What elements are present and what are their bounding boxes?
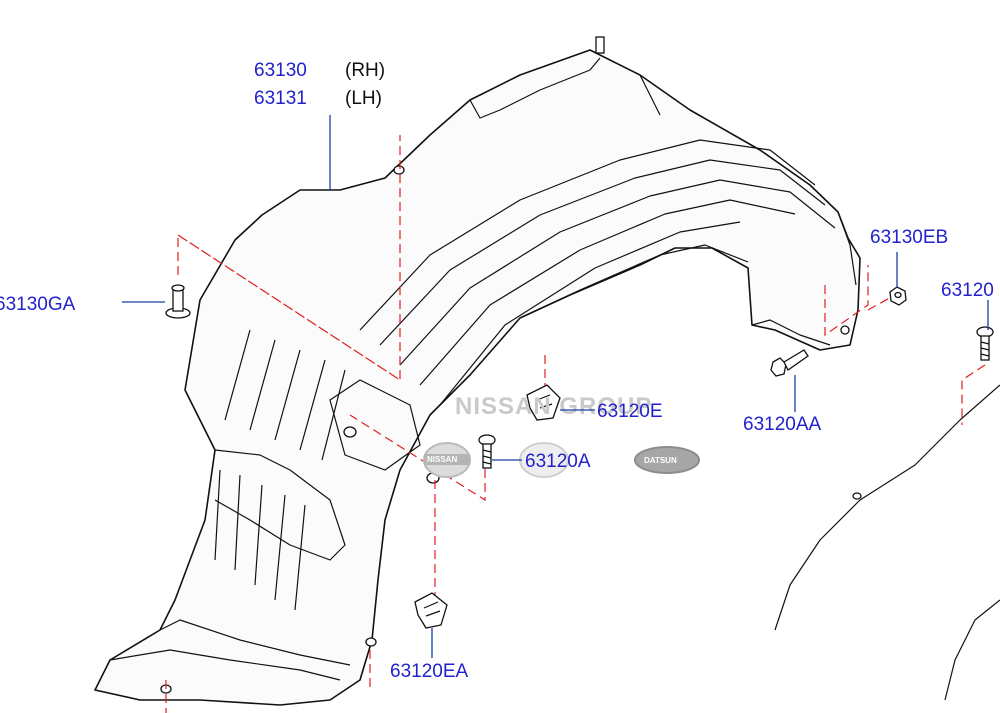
callout-63120aa[interactable]: 63120AA: [743, 414, 822, 435]
liner-top-flange: [469, 57, 661, 119]
bolt-63120a: [478, 434, 496, 469]
liner-upper-ribs: [224, 329, 346, 461]
liner-rib-3: [399, 179, 836, 366]
callout-63120a[interactable]: 63120A: [525, 451, 591, 472]
mount-hole-6: [840, 325, 850, 335]
liner-rear-flap: [751, 211, 857, 346]
clip-63120ea: [414, 592, 448, 629]
dash-line-bottom: [165, 650, 371, 713]
installation-lines: [165, 135, 986, 713]
callouts: 63130 (RH) 63131 (LH) 63130GA 63130EB 63…: [0, 60, 994, 682]
mount-hole-2: [343, 426, 357, 438]
fender-liner-outline: [94, 49, 861, 706]
clip-63120e: [526, 384, 561, 421]
grommet-63130ga: [165, 284, 191, 319]
leader-lines: [122, 115, 989, 658]
liner-lower-ribs: [214, 469, 306, 611]
liner-bottom-edge: [109, 619, 351, 681]
callout-63131-side: (LH): [345, 88, 382, 109]
dash-line-ga: [177, 135, 401, 382]
liner-rib-2: [379, 159, 826, 346]
callout-63120e[interactable]: 63120E: [597, 401, 663, 422]
dash-line-120aa: [824, 265, 869, 337]
liner-rib-4: [419, 199, 796, 386]
mount-hole-1: [393, 165, 405, 175]
callout-63130-side: (RH): [345, 60, 385, 81]
top-stud: [595, 36, 605, 54]
callout-63130eb[interactable]: 63130EB: [870, 227, 948, 248]
nissan-logo: NISSAN: [423, 442, 471, 478]
liner-mount-block: [329, 379, 421, 471]
dash-line-120a: [349, 414, 486, 502]
fender-liner-drawing: [94, 36, 861, 706]
fender-panel-arch: [944, 599, 1000, 701]
nissan-logo-text: NISSAN: [427, 455, 457, 464]
dash-line-edge: [961, 364, 986, 425]
bolt-63120: [976, 326, 994, 361]
liner-rib-5: [439, 221, 741, 406]
callout-63120[interactable]: 63120: [941, 280, 994, 301]
bolt-63120aa: [770, 349, 809, 377]
callout-63130ga[interactable]: 63130GA: [0, 294, 76, 315]
fender-panel-edge: [774, 384, 1000, 631]
hardware: [165, 284, 994, 629]
callout-63131[interactable]: 63131: [254, 88, 307, 109]
fender-panel-hole: [852, 492, 862, 500]
nut-63130eb: [889, 286, 907, 306]
liner-front-flap: [214, 449, 346, 561]
callout-63130[interactable]: 63130: [254, 60, 307, 81]
liner-rib-1: [359, 139, 816, 331]
datsun-logo: DATSUN: [519, 442, 700, 478]
liner-inner-arch: [519, 244, 749, 319]
callout-63120ea[interactable]: 63120EA: [390, 661, 469, 682]
fender-panel-drawing: [774, 384, 1000, 701]
watermark-text: NISSAN GROUP: [455, 393, 652, 420]
datsun-logo-text: DATSUN: [644, 456, 677, 465]
mount-hole-4: [365, 637, 377, 647]
watermark: NISSAN GROUP NISSAN DATSUN: [423, 393, 700, 478]
dash-line-130eb: [867, 294, 896, 311]
